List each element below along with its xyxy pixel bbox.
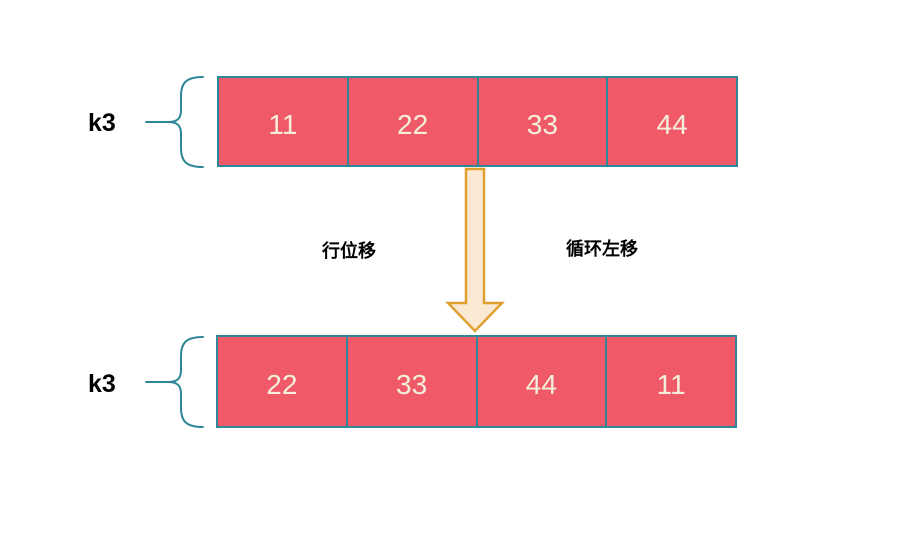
curly-brace-bottom-icon <box>145 336 204 428</box>
cell-value: 22 <box>349 78 479 165</box>
annotation-row-shift: 行位移 <box>322 241 376 261</box>
cell-value: 11 <box>656 368 686 400</box>
state-row-after: 22 33 44 11 <box>216 335 737 428</box>
cell-value: 44 <box>478 337 608 426</box>
cell-value: 22 <box>218 337 348 426</box>
curly-brace-top-path <box>167 76 204 168</box>
cell-value: 33 <box>479 78 609 165</box>
state-row-before: 11 22 33 44 <box>217 76 738 167</box>
row-label-k3-bottom: k3 <box>88 370 116 398</box>
curly-brace-top-icon <box>145 76 204 168</box>
row-label-k3-top: k3 <box>88 109 116 137</box>
curly-brace-bottom-path <box>167 336 204 428</box>
cell-value: 11 <box>219 78 349 165</box>
down-arrow-icon <box>445 167 505 333</box>
annotation-circular-left-shift: 循环左移 <box>566 239 638 259</box>
cell-value: 33 <box>348 337 478 426</box>
cell-value: 44 <box>656 108 688 140</box>
